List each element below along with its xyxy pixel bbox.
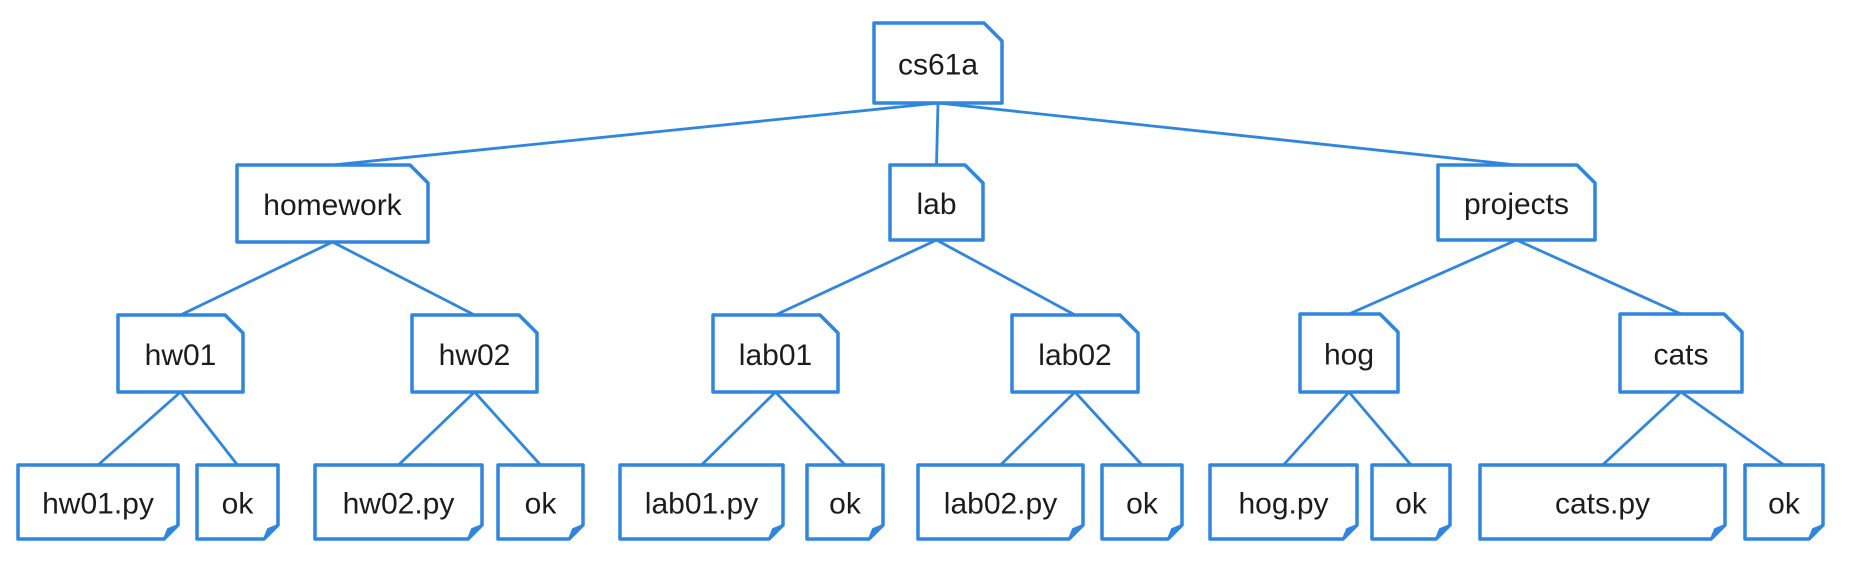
node-catspy: cats.py [1478,463,1727,541]
node-lab: lab [888,163,985,242]
folded-corner-icon [163,524,179,540]
folder-shape [116,313,245,394]
node-lab02: lab02 [1010,313,1140,394]
tree-edge-projects-hog [1347,238,1518,316]
node-ok2: ok [496,463,585,541]
folded-corner-icon [263,524,279,540]
folder-shape [872,21,1004,105]
node-label-homework: homework [263,189,402,222]
folder-shape [1436,163,1597,242]
node-label-lab02py: lab02.py [944,488,1057,521]
node-label-projects: projects [1464,188,1569,221]
folded-corner-icon [568,524,584,540]
tree-edge-projects-cats [1515,238,1683,316]
tree-edge-homework-hw01 [179,240,334,317]
node-label-hogpy: hog.py [1238,488,1328,521]
tree-edge-hog-ok5 [1347,390,1413,467]
node-label-lab: lab [916,188,956,221]
tree-edge-hw02-ok2 [473,390,542,467]
folded-corner-icon [1710,524,1726,540]
folded-corner-icon [1435,524,1451,540]
node-label-ok2: ok [525,488,558,521]
tree-edge-cs61a-homework [331,101,940,167]
node-label-ok3: ok [829,488,862,521]
tree-edge-homework-hw02 [331,240,476,317]
folder-shape [1298,312,1400,394]
tree-edge-lab-lab01 [774,238,938,317]
node-label-lab01py: lab01.py [645,488,758,521]
node-label-hw02: hw02 [439,339,511,372]
folded-corner-icon [868,524,884,540]
folded-corner-icon [1808,524,1824,540]
folded-corner-icon [1167,524,1183,540]
node-label-ok4: ok [1126,488,1159,521]
node-label-cats: cats [1653,339,1708,372]
node-ok5: ok [1370,463,1452,541]
tree-edge-cats-catspy [1601,390,1683,467]
node-label-ok5: ok [1395,488,1428,521]
node-ok6: ok [1743,463,1825,541]
node-hw01: hw01 [116,313,245,394]
node-label-hw01py: hw01.py [42,488,154,521]
tree-edge-lab01-ok3 [774,390,847,467]
node-ok1: ok [195,463,280,541]
node-label-hw01: hw01 [145,339,217,372]
folded-corner-icon [768,524,784,540]
tree-edge-cats-ok6 [1679,390,1786,467]
node-label-ok1: ok [222,488,255,521]
folder-shape [410,313,539,394]
tree-edges [96,101,1786,467]
folded-corner-icon [1342,524,1358,540]
node-ok4: ok [1100,463,1184,541]
node-hogpy: hog.py [1208,463,1359,541]
node-hog: hog [1298,312,1400,394]
node-lab01py: lab01.py [618,463,785,541]
node-label-lab01: lab01 [739,339,812,372]
node-label-hog: hog [1324,339,1374,372]
tree-edge-lab01-lab01py [700,390,777,467]
node-hw01py: hw01.py [16,463,180,541]
folded-corner-icon [467,524,483,540]
tree-edge-lab02-lab02py [999,390,1077,467]
tree-edge-lab02-ok4 [1073,390,1144,467]
node-label-lab02: lab02 [1038,339,1111,372]
folded-corner-icon [1068,524,1084,540]
tree-edge-hog-hogpy [1282,390,1351,467]
node-label-catspy: cats.py [1555,488,1650,521]
tree-edge-hw02-hw02py [397,390,476,467]
folder-shape [1010,313,1140,394]
node-cats: cats [1618,312,1744,394]
node-homework: homework [235,163,430,244]
folder-shape [1618,312,1744,394]
tree-edge-cs61a-projects [936,101,1518,167]
node-lab01: lab01 [711,313,840,394]
folder-shape [711,313,840,394]
folder-shape [235,163,430,244]
node-hw02: hw02 [410,313,539,394]
node-label-ok6: ok [1768,488,1801,521]
node-label-cs61a: cs61a [898,49,978,82]
tree-edge-hw01-hw01py [96,390,182,467]
tree-edge-lab-lab02 [935,238,1077,317]
tree-edge-hw01-ok1 [179,390,239,467]
node-lab02py: lab02.py [916,463,1085,541]
folder-shape [888,163,985,242]
node-hw02py: hw02.py [313,463,484,541]
node-ok3: ok [805,463,885,541]
node-label-hw02py: hw02.py [343,488,455,521]
node-projects: projects [1436,163,1597,242]
node-cs61a: cs61a [872,21,1004,105]
tree-edge-cs61a-lab [935,101,940,167]
